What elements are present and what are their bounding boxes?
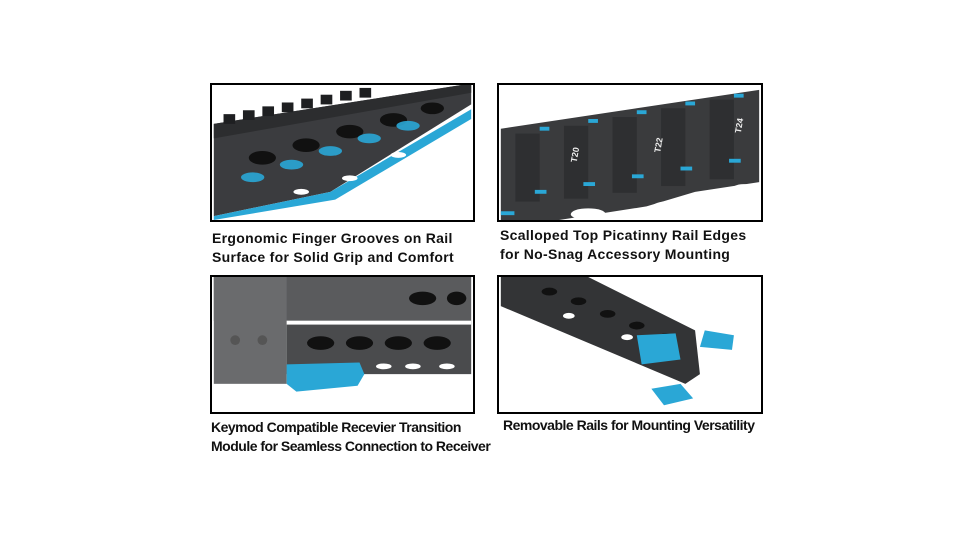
caption-line: Removable Rails for Mounting Versatility xyxy=(503,417,755,433)
removable-rails-photo xyxy=(497,275,763,414)
rail-marking-t22: T22 xyxy=(652,137,664,154)
scalloped-rail-caption: Scalloped Top Picatinny Rail Edges for N… xyxy=(500,226,746,264)
caption-line: for No-Snag Accessory Mounting xyxy=(500,246,731,262)
scalloped-rail-photo: T20 T22 T24 xyxy=(497,83,763,222)
caption-line: Surface for Solid Grip and Comfort xyxy=(212,249,454,265)
receiver-transition-photo xyxy=(210,275,475,414)
caption-line: Ergonomic Finger Grooves on Rail xyxy=(212,230,453,246)
rail-marking-t20: T20 xyxy=(569,146,581,163)
receiver-transition-image xyxy=(213,277,472,412)
receiver-transition-caption: Keymod Compatible Recevier Transition Mo… xyxy=(211,418,491,456)
handguard-finger-grooves-image xyxy=(213,85,472,220)
rail-marking-t24: T24 xyxy=(733,117,745,134)
removable-rails-caption: Removable Rails for Mounting Versatility xyxy=(503,416,755,435)
caption-line: Keymod Compatible Recevier Transition xyxy=(211,419,461,435)
finger-grooves-photo xyxy=(210,83,475,222)
finger-grooves-caption: Ergonomic Finger Grooves on Rail Surface… xyxy=(212,229,454,267)
caption-line: Module for Seamless Connection to Receiv… xyxy=(211,438,491,454)
removable-rails-image xyxy=(500,277,760,412)
picatinny-rail-image: T20 T22 T24 xyxy=(500,85,760,220)
caption-line: Scalloped Top Picatinny Rail Edges xyxy=(500,227,747,243)
